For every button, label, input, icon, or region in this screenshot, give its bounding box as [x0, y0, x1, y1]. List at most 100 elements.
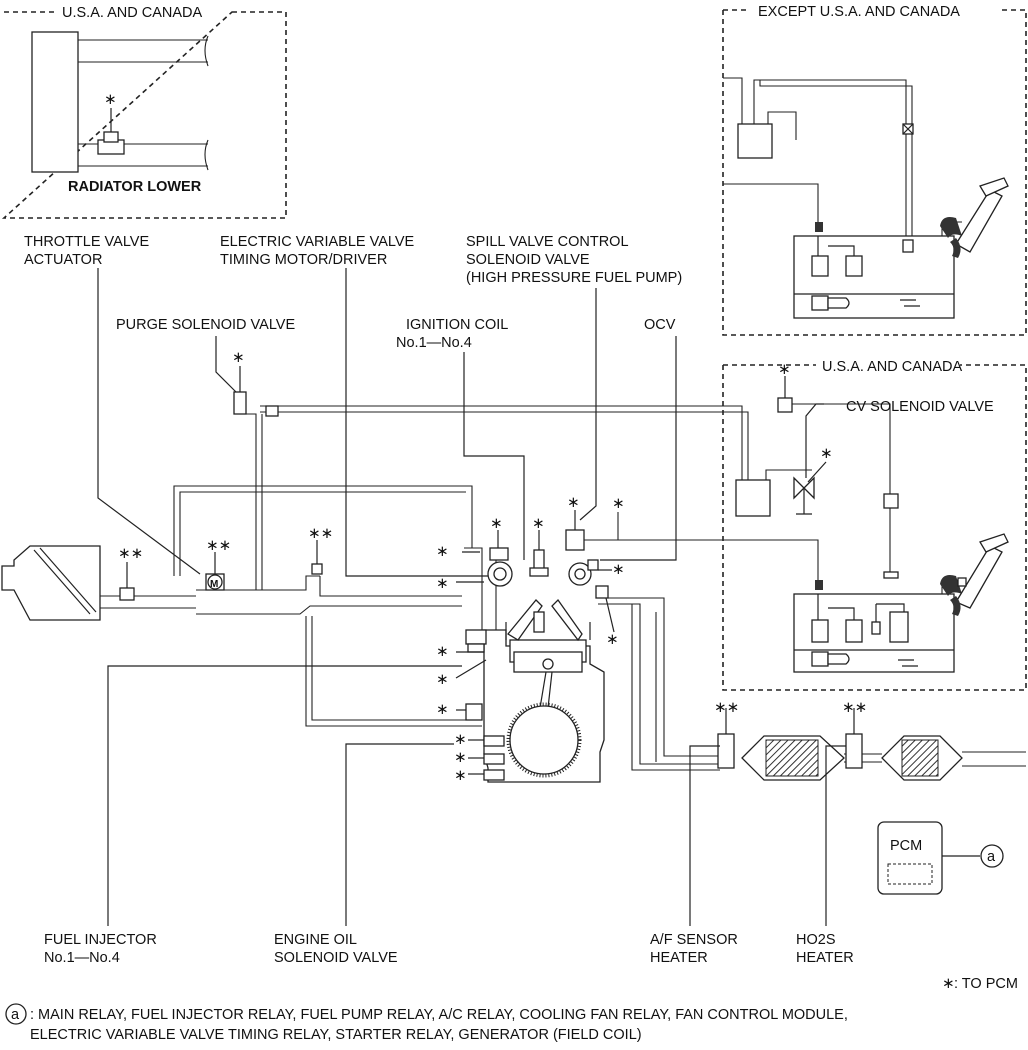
evvt-label-line2: TIMING MOTOR/DRIVER — [220, 252, 387, 268]
except-usa-fuel-ripple — [900, 299, 920, 307]
usa-fuel-connector — [815, 580, 823, 590]
ho2s-sensor — [845, 733, 863, 769]
exhaust-manifold-pipe — [598, 603, 720, 771]
usa-fuel-tank-inset: U.S.A. AND CANADA ∗ ∗ CV SOLENOID VALVE — [260, 359, 1027, 691]
crankshaft-sensor-teeth — [506, 702, 582, 778]
except-usa-canister-port — [767, 111, 797, 140]
except-usa-check-valve-x — [902, 123, 914, 135]
except-usa-fuel-tank-inset: EXCEPT U.S.A. AND CANADA — [722, 4, 1027, 336]
usa-fuel-ripple — [898, 659, 918, 667]
radiator-inset-border — [1, 11, 287, 219]
knock-to-pcm-mark: ∗ — [436, 670, 449, 688]
throttle-sensor-to-pcm-mark: ∗∗ — [206, 536, 231, 554]
maf-iat-sensor — [119, 587, 135, 601]
fuel-pressure-to-pcm-mark: ∗ — [612, 494, 625, 512]
throttle-motor-symbol: M — [210, 579, 218, 590]
ect-to-pcm-mark: ∗ — [436, 700, 449, 718]
radiator-lower-label: RADIATOR LOWER — [68, 179, 202, 195]
spill-valve-label-line1: SPILL VALVE CONTROL — [466, 234, 629, 250]
ocv-leader — [600, 336, 677, 561]
except-usa-fuel-connector — [815, 222, 823, 232]
legend-asterisk-symbol: ∗ — [942, 974, 955, 992]
usa-fuel-cutoff-valve — [883, 493, 899, 509]
intake-manifold-runner — [196, 575, 462, 615]
usa-canister-port — [765, 469, 812, 480]
purge-line — [240, 413, 257, 590]
except-usa-evap-pipe — [723, 77, 743, 126]
oil-solenoid-1-to-pcm-mark: ∗ — [454, 730, 467, 748]
except-usa-strainer-filter — [827, 297, 850, 309]
ignition-coil-body — [533, 549, 545, 571]
legend-note-line2: ELECTRIC VARIABLE VALVE TIMING RELAY, ST… — [30, 1027, 642, 1043]
intake-duct — [100, 595, 196, 609]
usa-vent-valve-to-pcm-mark: ∗ — [778, 360, 791, 378]
legend: ∗ : TO PCM a : MAIN RELAY, FUEL INJECTOR… — [5, 974, 1018, 1043]
top-labels: SPILL VALVE CONTROL SOLENOID VALVE (HIGH… — [396, 234, 682, 561]
purge-solenoid-label: PURGE SOLENOID VALVE — [116, 317, 295, 333]
map-sensor-to-pcm-mark: ∗∗ — [308, 524, 333, 542]
oil-solenoid-3 — [483, 769, 505, 781]
ho2s-label-line2: HEATER — [796, 950, 854, 966]
maf-sensor-to-pcm-mark: ∗∗ — [118, 544, 143, 562]
piston-pin — [542, 658, 554, 670]
intake-side-to-pcm-mark-2: ∗ — [436, 574, 449, 592]
spill-valve-label-line2: SOLENOID VALVE — [466, 252, 590, 268]
purge-leader — [215, 336, 237, 393]
ignition-coil-label-line1: IGNITION COIL — [406, 317, 508, 333]
radiator-sensor-to-pcm-mark: ∗ — [104, 90, 117, 108]
oil-solenoid-2-to-pcm-mark: ∗ — [454, 748, 467, 766]
usa-strainer-filter — [827, 653, 850, 665]
crankshaft-pulley — [509, 705, 579, 775]
knock-sensor-lead — [455, 659, 487, 679]
except-usa-region-label: EXCEPT U.S.A. AND CANADA — [758, 4, 960, 20]
usa-pressure-sensor — [871, 621, 881, 635]
pcm-label: PCM — [890, 838, 922, 854]
air-filter-element — [33, 547, 97, 615]
usa-tank-module — [889, 611, 909, 643]
usa-fuel-feed — [600, 539, 819, 586]
usa-cv-valve-lead — [807, 461, 827, 483]
radiator-upper-hose — [78, 39, 208, 63]
usa-cv-label-leader — [805, 403, 824, 478]
intake-system: ∗∗ M ∗∗ ∗∗ THROTTLE VALVE ACTUATOR — [1, 234, 473, 621]
connecting-rod — [539, 671, 553, 709]
radiator-temp-sensor-head — [103, 131, 119, 143]
usa-filler-hose-lower — [950, 596, 961, 616]
exhaust-manifold-pipe-2 — [604, 597, 720, 762]
catalyst-2-core — [901, 739, 939, 777]
catalyst-1-core — [765, 739, 819, 777]
except-usa-canister — [737, 123, 773, 159]
purge-check-valve — [265, 405, 279, 417]
air-cleaner — [1, 545, 101, 621]
bottom-labels: FUEL INJECTOR No.1—No.4 ENGINE OIL SOLEN… — [44, 665, 854, 966]
spill-valve-leader — [579, 288, 597, 521]
except-usa-filler-hose — [940, 217, 962, 238]
cylinder-head — [505, 622, 591, 640]
usa-vent-pipe — [783, 403, 891, 496]
ect-sensor — [465, 703, 483, 721]
spill-valve-to-pcm-mark: ∗ — [567, 493, 580, 511]
evvt-group: ELECTRIC VARIABLE VALVE TIMING MOTOR/DRI… — [220, 234, 488, 577]
tail-pipe — [962, 751, 1026, 767]
af-sensor-leader — [689, 745, 720, 926]
engine-oil-leader — [345, 743, 454, 926]
pcv-hose — [173, 485, 473, 576]
oil-solenoid-2 — [483, 753, 505, 765]
pcm-box — [877, 821, 943, 895]
usa-strainer — [811, 651, 829, 667]
except-usa-fuel-gauge-unit — [845, 255, 863, 277]
throttle-valve-label-line1: THROTTLE VALVE — [24, 234, 149, 250]
radiator-upper-hose-end — [204, 35, 209, 67]
fuel-injector-tip — [467, 643, 485, 653]
exhaust-cam-to-pcm-mark: ∗ — [606, 630, 619, 648]
spill-valve-label-line3: (HIGH PRESSURE FUEL PUMP) — [466, 270, 682, 286]
injector-to-pcm-mark: ∗ — [436, 642, 449, 660]
evvt-label-line1: ELECTRIC VARIABLE VALVE — [220, 234, 415, 250]
throttle-valve-label-line2: ACTUATOR — [24, 252, 102, 268]
oil-solenoid-3-to-pcm-mark: ∗ — [454, 766, 467, 784]
except-usa-filler-hose-lower — [950, 238, 961, 258]
except-usa-filler-cap — [979, 177, 1009, 197]
usa-filler-pipe — [955, 545, 1003, 609]
except-usa-filler-pipe — [955, 189, 1003, 253]
usa-filler-hose — [940, 575, 962, 596]
